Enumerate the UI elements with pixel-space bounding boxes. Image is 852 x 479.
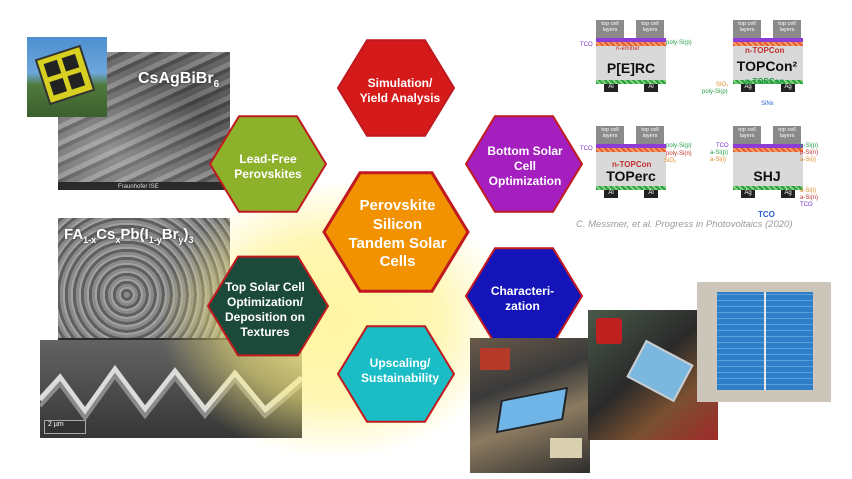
wafer-shj bbox=[733, 152, 803, 186]
label-sinx: SiNx bbox=[761, 101, 774, 107]
lab-photo-2 bbox=[588, 310, 718, 440]
citation: C. Messmer, et al. Progress in Photovolt… bbox=[576, 219, 793, 230]
label-mu-si-n: µ-Si(n) bbox=[800, 150, 819, 156]
top-cell-layers-label: top cell layers bbox=[641, 127, 659, 140]
cell-title-shj: SHJ bbox=[753, 168, 781, 184]
hex-label-top: Top Solar Cell Optimization/ Deposition … bbox=[225, 280, 305, 339]
hexagon-top bbox=[206, 255, 330, 357]
rear-contact-shj-right: Ag bbox=[781, 190, 795, 198]
rear-contact-label: Ag bbox=[744, 190, 752, 196]
top-cell-layers-label: top cell layers bbox=[641, 21, 659, 34]
tco-layer-toperc bbox=[596, 144, 666, 148]
rear-contact-topcon2-right: Ag bbox=[781, 84, 795, 92]
top-cell-layers-label: top cell layers bbox=[778, 127, 796, 140]
rear-layer-topcon2 bbox=[733, 80, 803, 84]
lab-photo-1 bbox=[470, 338, 590, 473]
label-n-topcon-2: n-TOPCon bbox=[612, 160, 652, 169]
hex-label-center: Perovskite Silicon Tandem Solar Cells bbox=[348, 197, 447, 271]
top-cell-layers-toperc-left: top cell layers bbox=[596, 126, 624, 144]
rear-contact-perc-left: Al bbox=[604, 84, 618, 92]
rear-layer-shj bbox=[733, 186, 803, 190]
top-cell-layers-perc-left: top cell layers bbox=[596, 20, 624, 38]
rear-contact-topcon2-left: Ag bbox=[741, 84, 755, 92]
top-cell-layers-topcon2-right: top cell layers bbox=[773, 20, 801, 38]
tco-layer-shj bbox=[733, 144, 803, 148]
rear-contact-label: Al bbox=[608, 190, 614, 196]
label-n-emitter: n-emitter bbox=[616, 46, 640, 52]
label-tco-4: TCO bbox=[800, 202, 813, 208]
emitter-layer-shj bbox=[733, 148, 803, 152]
top-cell-layers-perc-right: top cell layers bbox=[636, 20, 664, 38]
label-tco-5: TCO bbox=[758, 210, 775, 219]
label-tco-3: TCO bbox=[716, 143, 729, 149]
rear-contact-label: Ag bbox=[744, 84, 752, 90]
rear-contact-toperc-left: Al bbox=[604, 190, 618, 198]
hex-label-simulation: Simulation/ Yield Analysis bbox=[359, 76, 441, 105]
label-sio2-2: SiO₂ bbox=[664, 158, 677, 164]
top-cell-layers-label: top cell layers bbox=[601, 127, 619, 140]
top-cell-layers-label: top cell layers bbox=[778, 21, 796, 34]
label-p-topcon: p-TOPCon bbox=[745, 77, 785, 86]
rear-contact-label: Ag bbox=[784, 84, 792, 90]
lab-photo-3 bbox=[697, 282, 831, 402]
hex-label-bottom: Bottom Solar Cell Optimization bbox=[487, 144, 563, 188]
rear-contact-perc-right: Al bbox=[644, 84, 658, 92]
hexagon-upscaling bbox=[336, 325, 456, 423]
hexagon-simulation bbox=[336, 39, 456, 137]
label-a-si-i-1: a-Si(i) bbox=[710, 157, 726, 163]
label-tco-2: TCO bbox=[580, 146, 593, 152]
hex-label-upscaling: Upscaling/ Sustainability bbox=[360, 356, 440, 385]
label-n-topcon-1: n-TOPCon bbox=[745, 46, 785, 55]
hexagon-lead-free bbox=[208, 115, 328, 213]
emitter-layer-topcon2 bbox=[733, 42, 803, 46]
top-cell-layers-shj-right: top cell layers bbox=[773, 126, 801, 144]
label-poly-si-n: poly-Si(n) bbox=[666, 151, 692, 157]
tco-layer-perc bbox=[596, 38, 666, 42]
top-cell-layers-shj-left: top cell layers bbox=[733, 126, 761, 144]
label-a-si-i-3: a-Si(i) bbox=[800, 188, 816, 194]
rear-contact-label: Al bbox=[648, 190, 654, 196]
hex-label-characterization: Characteri- zation bbox=[490, 284, 555, 313]
wafer-topcon2 bbox=[733, 46, 803, 80]
rear-layer-perc bbox=[596, 80, 666, 84]
top-cell-layers-label: top cell layers bbox=[738, 21, 756, 34]
rear-contact-label: Al bbox=[648, 84, 654, 90]
sem-label-fa-cs: FA1-xCsxPb(I1-yBry)3 bbox=[64, 226, 194, 245]
emitter-layer-perc bbox=[596, 42, 666, 46]
cell-title-perc: P[E]RC bbox=[606, 60, 656, 76]
scale-bar-label: 2 µm bbox=[48, 421, 64, 428]
cell-title-toperc: TOPerc bbox=[606, 168, 656, 184]
label-poly-si-p-1: poly-Si(p) bbox=[666, 40, 692, 46]
device-photo bbox=[27, 37, 107, 117]
sem-micro-text: Fraunhofer ISE bbox=[118, 184, 159, 190]
label-a-si-i-2: a-Si(i) bbox=[800, 157, 816, 163]
rear-contact-label: Ag bbox=[784, 190, 792, 196]
label-poly-si-p-2: poly-Si(p) bbox=[702, 89, 728, 95]
label-mu-si-p: µ-Si(p) bbox=[800, 143, 819, 149]
hexagon-bottom bbox=[464, 115, 584, 213]
top-cell-layers-topcon2-left: top cell layers bbox=[733, 20, 761, 38]
label-a-si-n: a-Si(n) bbox=[800, 195, 819, 201]
emitter-layer-toperc bbox=[596, 148, 666, 152]
rear-contact-toperc-right: Al bbox=[644, 190, 658, 198]
hexagon-center bbox=[322, 171, 470, 293]
top-cell-layers-label: top cell layers bbox=[738, 127, 756, 140]
cell-title-topcon2: TOPCon² bbox=[736, 58, 798, 74]
label-tco-1: TCO bbox=[580, 42, 593, 48]
tco-layer-topcon2 bbox=[733, 38, 803, 42]
rear-contact-label: Al bbox=[608, 84, 614, 90]
hex-label-lead-free: Lead-Free Perovskites bbox=[234, 152, 302, 181]
top-cell-layers-label: top cell layers bbox=[601, 21, 619, 34]
label-poly-si-p-3: poly-Si(p) bbox=[666, 143, 692, 149]
top-cell-layers-toperc-right: top cell layers bbox=[636, 126, 664, 144]
wafer-perc bbox=[596, 46, 666, 80]
wafer-toperc bbox=[596, 152, 666, 186]
label-a-si-p: a-Si(p) bbox=[710, 150, 729, 156]
label-sio2-1: SiO₂ bbox=[716, 82, 729, 88]
rear-contact-shj-left: Ag bbox=[741, 190, 755, 198]
sem-label-cs-agbibr: CsAgBiBr6 bbox=[138, 70, 220, 91]
rear-layer-toperc bbox=[596, 186, 666, 190]
